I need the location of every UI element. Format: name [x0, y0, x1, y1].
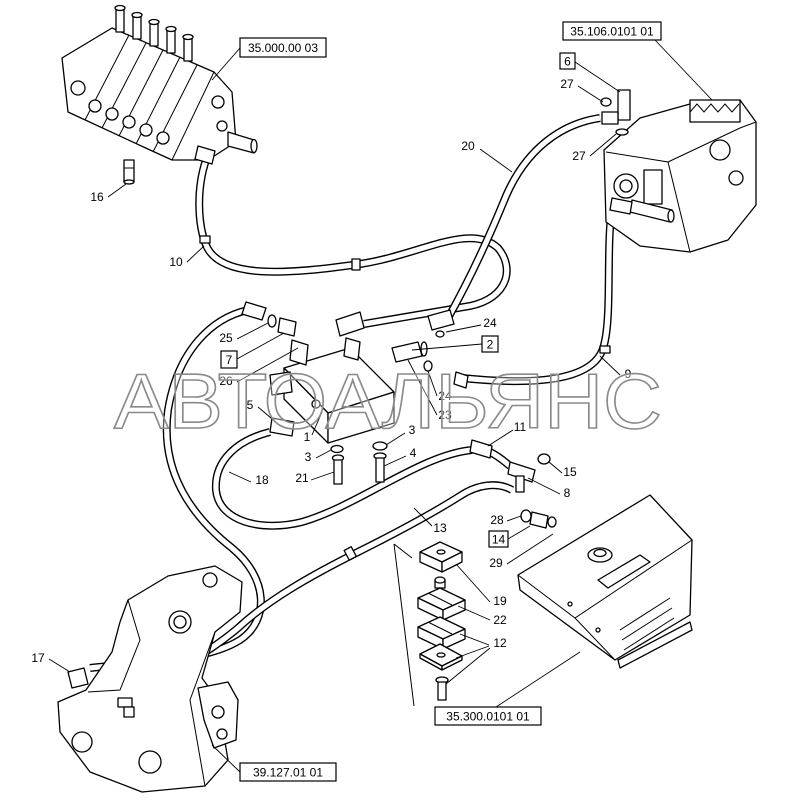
- control-valve: [61, 4, 258, 185]
- callout-20: 20: [461, 139, 475, 153]
- reference-frame: 39.127.01 01: [253, 766, 323, 780]
- callout-24-lower: 24: [438, 389, 452, 403]
- callout-24-upper: 24: [483, 316, 497, 330]
- hose-bands: [199, 235, 611, 561]
- callout-13: 13: [433, 521, 447, 535]
- callout-3-left: 3: [305, 450, 312, 464]
- callout-box-2: 2: [487, 338, 494, 352]
- callout-9: 9: [625, 367, 632, 381]
- watermark-text: АВТОАЛЬЯНС: [114, 357, 662, 445]
- callout-27-upper: 27: [560, 77, 574, 91]
- hoses: [90, 118, 612, 692]
- reference-tank: 35.300.0101 01: [446, 710, 530, 724]
- callout-16: 16: [90, 190, 104, 204]
- callout-10: 10: [169, 255, 183, 269]
- callout-8: 8: [564, 486, 571, 500]
- reference-pump: 35.106.0101 01: [570, 25, 654, 39]
- callout-box-7: 7: [226, 353, 233, 367]
- callout-box-6: 6: [564, 55, 571, 69]
- callout-19: 19: [493, 594, 507, 608]
- callout-29: 29: [489, 556, 503, 570]
- callout-5: 5: [247, 398, 254, 412]
- callout-18: 18: [255, 473, 269, 487]
- callout-12: 12: [493, 636, 507, 650]
- callout-22: 22: [493, 613, 507, 627]
- callout-11: 11: [514, 420, 527, 434]
- callout-box-14: 14: [492, 533, 506, 547]
- pump-top-elbow-fitting: [600, 89, 631, 136]
- hose-11-link: [490, 452, 510, 466]
- callout-21: 21: [295, 471, 309, 485]
- callout-17: 17: [31, 651, 45, 665]
- reference-valve: 35.000.00 03: [248, 41, 318, 55]
- callouts: 16 10 20 27 27 25 26 24 24 23 9 5 1 3 3 …: [31, 77, 631, 665]
- callout-1: 1: [304, 430, 311, 444]
- reference-boxes: 35.000.00 03 35.106.0101 01 35.300.0101 …: [239, 21, 662, 782]
- boxed-callouts: 6 7 2 14: [220, 52, 576, 548]
- callout-23: 23: [438, 408, 452, 422]
- plug-fitting-16: [123, 159, 135, 185]
- callout-26: 26: [219, 374, 233, 388]
- valve-ports: [70, 80, 228, 145]
- leader-lines: [48, 39, 713, 773]
- mounting-bolts: [330, 441, 388, 485]
- callout-3-right: 3: [409, 423, 416, 437]
- callout-27-lower: 27: [572, 149, 586, 163]
- loader-frame: [57, 565, 243, 793]
- hose-clamp-kit: [393, 541, 466, 707]
- callout-25: 25: [219, 331, 233, 345]
- valve-spools: [114, 4, 194, 62]
- callout-4: 4: [410, 446, 417, 460]
- callout-28: 28: [490, 513, 504, 527]
- oil-tank: [517, 494, 693, 669]
- hose-9: [462, 206, 612, 381]
- hydraulic-pump: [600, 89, 757, 253]
- callout-15: 15: [563, 465, 577, 479]
